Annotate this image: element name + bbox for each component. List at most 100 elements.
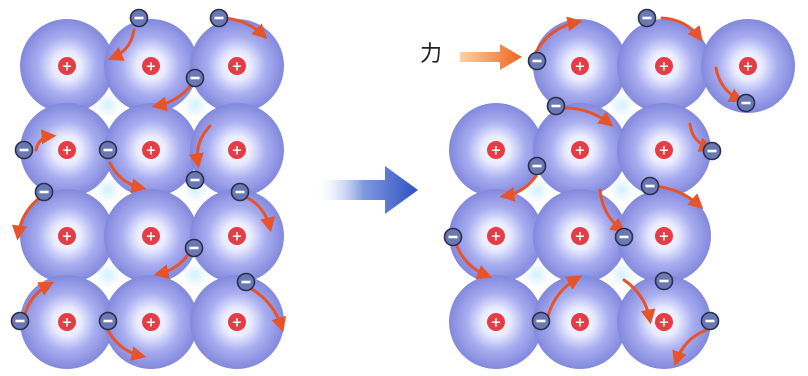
- positive-sign: +: [659, 230, 670, 245]
- electron-motion-arrow: [34, 129, 57, 152]
- positive-ion-right: +: [617, 19, 711, 113]
- positive-ion-right: +: [449, 103, 543, 197]
- electron-motion-arrow: [106, 328, 147, 362]
- positive-ion-left: +: [20, 103, 114, 197]
- free-electron: [98, 311, 118, 331]
- free-electron: [702, 141, 722, 161]
- free-electron: [98, 140, 118, 160]
- positive-ion-core: [58, 313, 76, 331]
- positive-sign: +: [146, 144, 157, 159]
- free-electron: [236, 272, 256, 292]
- electrons-layer: [10, 8, 756, 331]
- positive-ion-core: [228, 227, 246, 245]
- electron-motion-arrow: [546, 275, 582, 318]
- negative-sign: [619, 235, 629, 239]
- free-electron: [209, 8, 229, 28]
- positive-sign: +: [575, 316, 586, 331]
- free-electron: [736, 93, 756, 113]
- positive-ion-core: [228, 313, 246, 331]
- positive-ion-core: [142, 227, 160, 245]
- positive-sign: +: [659, 60, 670, 75]
- positive-ion-core: [571, 313, 589, 331]
- force-arrow-shape: [460, 44, 522, 70]
- positive-ion-right: +: [533, 189, 627, 283]
- positive-ion-left: +: [20, 189, 114, 283]
- free-electron: [527, 156, 547, 176]
- positive-sign: +: [146, 60, 157, 75]
- positive-ion-core: [228, 141, 246, 159]
- positive-ion-left: +: [104, 19, 198, 113]
- electron-motion-arrow: [242, 194, 275, 233]
- free-electron: [527, 51, 547, 71]
- electron-cloud-glow: [524, 262, 550, 288]
- positive-sign: +: [743, 60, 754, 75]
- negative-sign: [536, 319, 546, 323]
- positive-ion-core: [58, 141, 76, 159]
- positive-sign: +: [146, 230, 157, 245]
- negative-sign: [39, 190, 49, 194]
- electron-motion-arrow: [108, 161, 147, 194]
- positive-ion-core: [142, 57, 160, 75]
- negative-sign: [103, 148, 113, 152]
- negative-sign: [532, 164, 542, 168]
- free-electron: [531, 311, 551, 331]
- positive-ion-right: +: [449, 275, 543, 369]
- positive-sign: +: [62, 316, 73, 331]
- positive-ion-core: [655, 227, 673, 245]
- free-electron: [614, 227, 634, 247]
- electron-cloud-glow: [95, 92, 121, 118]
- electron-cloud-glow: [609, 92, 635, 118]
- free-electron: [10, 311, 30, 331]
- free-electron: [184, 238, 204, 258]
- negative-sign: [532, 59, 542, 63]
- positive-ion-core: [487, 227, 505, 245]
- positive-sign: +: [491, 144, 502, 159]
- positive-sign: +: [575, 144, 586, 159]
- free-electron: [654, 271, 674, 291]
- positive-sign: +: [232, 144, 243, 159]
- positive-sign: +: [659, 144, 670, 159]
- electron-cloud-glow: [609, 177, 635, 203]
- positive-ion-left: +: [104, 103, 198, 197]
- positive-ion-left: +: [20, 275, 114, 369]
- positive-sign: +: [232, 60, 243, 75]
- free-electron: [185, 170, 205, 190]
- free-electron: [637, 8, 657, 28]
- negative-sign: [103, 319, 113, 323]
- negative-sign: [15, 319, 25, 323]
- positive-sign: +: [491, 230, 502, 245]
- free-electron: [14, 140, 34, 160]
- electron-motion-arrow: [534, 16, 583, 54]
- positive-ion-right: +: [617, 189, 711, 283]
- negative-sign: [241, 280, 251, 284]
- transition-arrow-shape: [318, 166, 418, 214]
- electron-cloud-glow: [95, 177, 121, 203]
- electron-motion-arrow: [454, 242, 493, 280]
- negative-sign: [741, 101, 751, 105]
- positive-sign: +: [62, 230, 73, 245]
- electron-motion-arrow: [672, 328, 708, 367]
- positive-ion-core: [142, 313, 160, 331]
- positive-ion-right: +: [533, 19, 627, 113]
- positive-sign: +: [62, 144, 73, 159]
- negative-sign: [705, 319, 715, 323]
- negative-sign: [190, 76, 200, 80]
- electron-cloud-glow: [95, 262, 121, 288]
- free-electron: [546, 96, 566, 116]
- electron-motion-arrow: [598, 188, 626, 233]
- negative-sign: [707, 149, 717, 153]
- free-electron: [700, 311, 720, 331]
- positive-ion-core: [487, 141, 505, 159]
- negative-sign: [659, 279, 669, 283]
- negative-sign: [551, 104, 561, 108]
- electron-cloud-glow: [524, 177, 550, 203]
- positive-sign: +: [575, 60, 586, 75]
- positive-ion-core: [655, 313, 673, 331]
- electron-motion-arrow: [660, 16, 703, 42]
- negative-sign: [645, 184, 655, 188]
- electron-motion-arrow: [714, 66, 745, 103]
- positive-sign: +: [659, 316, 670, 331]
- positive-sign: +: [62, 60, 73, 75]
